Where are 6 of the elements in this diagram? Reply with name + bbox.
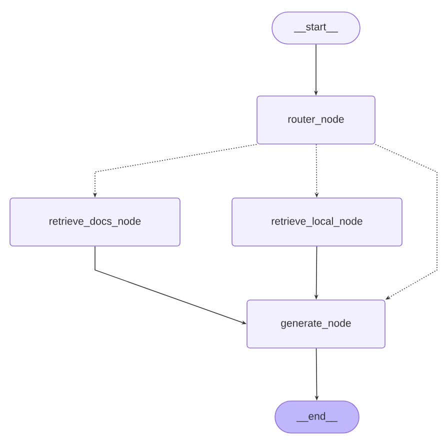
terminal-node: __end__ [274,400,360,434]
process-box: router_node [256,96,376,144]
process-box: retrieve_docs_node [10,198,180,246]
terminal-node: __start__ [272,12,360,44]
process-box: retrieve_local_node [232,198,402,246]
process-box: generate_node [246,300,386,348]
